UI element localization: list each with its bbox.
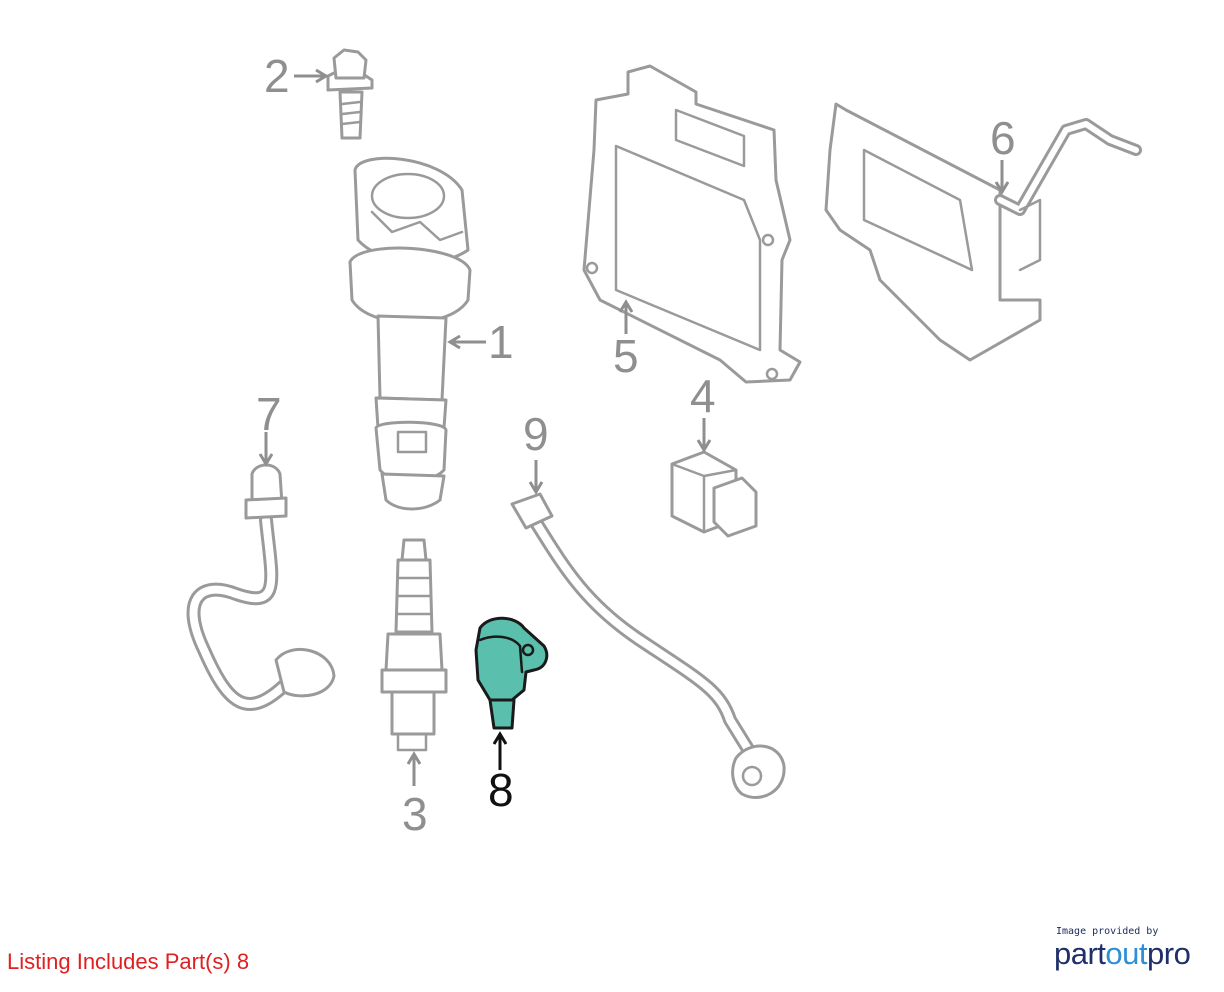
partoutpro-logo[interactable]: partoutpro bbox=[1054, 937, 1214, 971]
part-relay-module bbox=[670, 450, 758, 538]
part-bolt bbox=[326, 48, 374, 140]
callout-7: 7 bbox=[256, 388, 282, 440]
callout-6: 6 bbox=[990, 112, 1016, 164]
arrow-2-icon bbox=[315, 68, 329, 84]
credit-caption: Image provided by bbox=[1056, 926, 1159, 937]
callout-5: 5 bbox=[613, 330, 639, 382]
callout-9: 9 bbox=[523, 408, 549, 460]
listing-includes-note: Listing Includes Part(s) 8 bbox=[7, 949, 250, 974]
logo-text-part: part bbox=[1054, 936, 1106, 971]
callout-1: 1 bbox=[488, 316, 514, 368]
arrow-7-icon bbox=[258, 453, 274, 467]
arrow-9-icon bbox=[528, 481, 544, 495]
callout-4: 4 bbox=[690, 370, 716, 422]
leader-lines bbox=[258, 68, 1010, 786]
logo-text-out: out bbox=[1105, 936, 1148, 971]
part-spark-plug bbox=[380, 538, 448, 752]
part-knock-sensor bbox=[510, 492, 786, 799]
arrow-5-icon bbox=[618, 299, 634, 313]
arrow-3-icon bbox=[406, 751, 422, 765]
callout-3: 3 bbox=[402, 788, 428, 840]
image-credit: Image provided by partoutpro bbox=[1054, 926, 1214, 971]
part-camshaft-position-sensor[interactable] bbox=[474, 616, 549, 730]
arrow-8-icon bbox=[492, 731, 508, 745]
arrow-4-icon bbox=[696, 439, 712, 453]
callout-8[interactable]: 8 bbox=[488, 764, 514, 816]
callout-2: 2 bbox=[264, 50, 290, 102]
callout-labels: 2 1 7 3 8 9 4 5 6 bbox=[256, 50, 1016, 840]
part-engine-control-module bbox=[582, 64, 802, 384]
arrow-1-icon bbox=[447, 334, 461, 350]
part-oxygen-sensor bbox=[186, 463, 336, 711]
part-ignition-coil bbox=[348, 156, 472, 511]
part-ecm-bracket bbox=[824, 102, 1142, 362]
arrow-6-icon bbox=[994, 181, 1010, 195]
logo-text-pro: pro bbox=[1147, 936, 1191, 971]
